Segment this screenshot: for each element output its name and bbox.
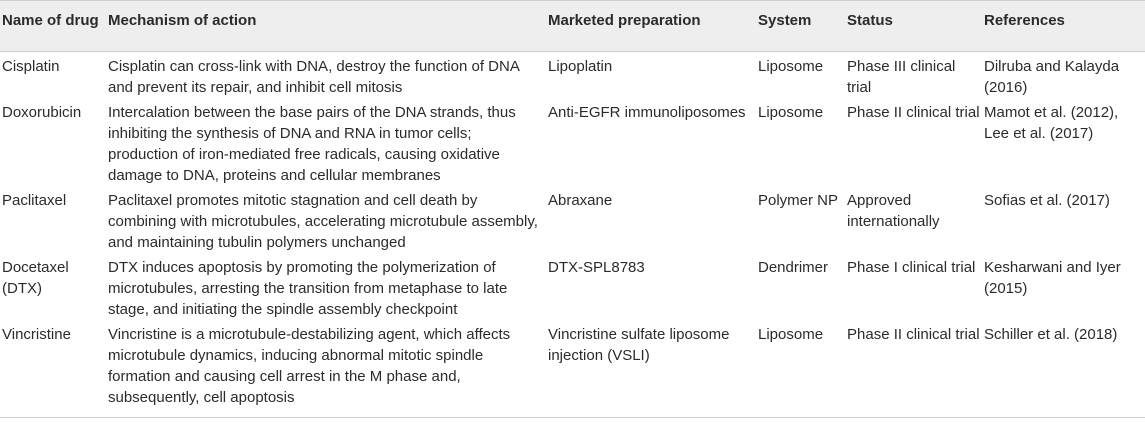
table-row: Paclitaxel Paclitaxel promotes mitotic s… [0,186,1145,253]
header-status: Status [845,0,982,52]
cell-drug-name: Doxorubicin [2,104,82,121]
header-row: Name of drug Mechanism of action Markete… [0,0,1145,52]
cell-drug-name: Paclitaxel [2,192,67,209]
cell-references: Mamot et al. (2012), Lee et al. (2017) [984,104,1119,142]
table-body: Cisplatin Cisplatin can cross-link with … [0,52,1145,418]
table-row: Doxorubicin Intercalation between the ba… [0,98,1145,186]
cell-references: Dilruba and Kalayda (2016) [984,58,1120,96]
table-row: Vincristine Vincristine is a microtubule… [0,320,1145,418]
cell-preparation: Vincristine sulfate liposome injection (… [546,320,756,418]
cell-status: Approved internationally [847,192,940,230]
cell-system: Polymer NP [758,192,839,209]
cell-status: Phase I clinical trial [847,259,976,276]
cell-system: Liposome [758,104,824,121]
cell-preparation: Anti-EGFR immunoliposomes [548,104,746,121]
cell-drug-name: Cisplatin [2,58,60,75]
header-system: System [756,0,845,52]
header-references: References [982,0,1145,52]
cell-drug-name: Docetaxel (DTX) [2,259,69,297]
header-mechanism: Mechanism of action [106,0,546,52]
header-name-of-drug: Name of drug [0,0,106,52]
table-header: Name of drug Mechanism of action Markete… [0,0,1145,52]
cell-status: Phase II clinical trial [847,104,980,121]
cell-mechanism: Cisplatin can cross-link with DNA, destr… [108,58,519,96]
cell-system: Liposome [756,320,845,418]
header-marketed-preparation: Marketed preparation [546,0,756,52]
cell-status: Phase II clinical trial [845,320,982,418]
cell-preparation: Abraxane [548,192,613,209]
cell-references: Kesharwani and Iyer (2015) [984,259,1121,297]
cell-drug-name: Vincristine [0,320,106,418]
cell-mechanism: DTX induces apoptosis by promoting the p… [108,259,508,318]
cell-mechanism: Vincristine is a microtubule-destabilizi… [106,320,546,418]
cell-mechanism: Intercalation between the base pairs of … [108,104,516,184]
cell-system: Liposome [758,58,824,75]
cell-preparation: Lipoplatin [548,58,613,75]
cell-system: Dendrimer [758,259,829,276]
cell-mechanism: Paclitaxel promotes mitotic stagnation a… [108,192,538,251]
cell-preparation: DTX-SPL8783 [548,259,645,276]
cell-references: Schiller et al. (2018) [982,320,1145,418]
table-row: Docetaxel (DTX) DTX induces apoptosis by… [0,253,1145,320]
cell-status: Phase III clinical trial [847,58,956,96]
table-row: Cisplatin Cisplatin can cross-link with … [0,52,1145,99]
cell-references: Sofias et al. (2017) [984,192,1110,209]
